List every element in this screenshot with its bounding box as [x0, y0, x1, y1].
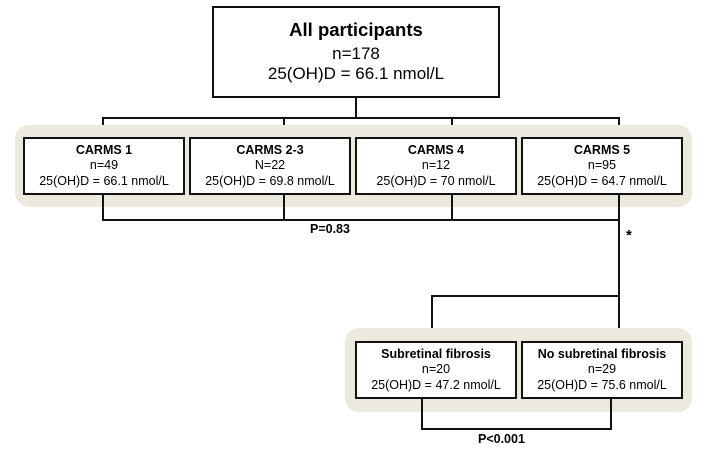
node-carms-5: CARMS 5 n=95 25(OH)D = 64.7 nmol/L	[521, 137, 683, 195]
p-value-carms: P=0.83	[310, 222, 350, 236]
connector-up-fibrosis-yes	[421, 399, 423, 428]
node-vitamin-d-value: 25(OH)D = 69.8 nmol/L	[205, 173, 335, 188]
node-title: Subretinal fibrosis	[381, 347, 491, 362]
node-carms-1: CARMS 1 n=49 25(OH)D = 66.1 nmol/L	[23, 137, 185, 195]
node-vitamin-d-value: 25(OH)D = 66.1 nmol/L	[39, 173, 169, 188]
node-vitamin-d-value: 25(OH)D = 70 nmol/L	[376, 173, 496, 188]
connector-fibrosis-split-bar	[431, 295, 620, 297]
node-sample-size: n=29	[587, 362, 617, 377]
connector-fibrosis-comparison-bar	[421, 428, 612, 430]
node-sample-size: N=22	[254, 158, 286, 173]
node-title: CARMS 5	[573, 143, 631, 158]
node-carms-2-3: CARMS 2-3 N=22 25(OH)D = 69.8 nmol/L	[189, 137, 351, 195]
p-value-fibrosis: P<0.001	[478, 432, 525, 446]
node-vitamin-d-value: 25(OH)D = 66.1 nmol/L	[267, 64, 445, 84]
node-sample-size: n=49	[89, 158, 119, 173]
node-no-subretinal-fibrosis: No subretinal fibrosis n=29 25(OH)D = 75…	[521, 341, 683, 399]
node-subretinal-fibrosis: Subretinal fibrosis n=20 25(OH)D = 47.2 …	[355, 341, 517, 399]
connector-root-stem	[355, 98, 357, 117]
node-vitamin-d-value: 25(OH)D = 64.7 nmol/L	[537, 173, 667, 188]
connector-carms5-branch-stem	[618, 207, 620, 297]
connector-up-carms23	[283, 195, 285, 219]
node-carms-4: CARMS 4 n=12 25(OH)D = 70 nmol/L	[355, 137, 517, 195]
node-title: CARMS 4	[407, 143, 465, 158]
connector-drop-fibrosis-no	[618, 295, 620, 342]
connector-up-fibrosis-no	[610, 399, 612, 428]
significance-asterisk: *	[626, 227, 632, 244]
node-title: All participants	[289, 18, 423, 40]
node-sample-size: n=12	[421, 158, 451, 173]
node-title: No subretinal fibrosis	[537, 347, 667, 362]
node-title: CARMS 1	[75, 143, 133, 158]
node-sample-size: n=178	[332, 43, 380, 63]
connector-up-carms4	[451, 195, 453, 219]
node-sample-size: n=95	[587, 158, 617, 173]
connector-drop-fibrosis-yes	[431, 295, 433, 342]
node-all-participants: All participants n=178 25(OH)D = 66.1 nm…	[212, 6, 500, 98]
node-title: CARMS 2-3	[236, 143, 304, 158]
connector-distributor-bar	[102, 117, 620, 119]
node-vitamin-d-value: 25(OH)D = 47.2 nmol/L	[371, 377, 501, 392]
connector-carms-comparison-bar	[102, 219, 620, 221]
node-sample-size: n=20	[421, 362, 451, 377]
node-vitamin-d-value: 25(OH)D = 75.6 nmol/L	[537, 377, 667, 392]
connector-up-carms1	[102, 195, 104, 219]
